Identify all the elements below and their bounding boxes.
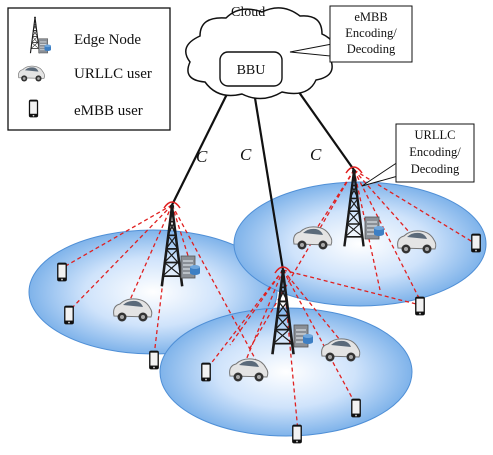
embb-phone <box>201 362 211 382</box>
legend-label-urllc-user: URLLC user <box>74 66 152 82</box>
cloud-label: Cloud <box>231 5 265 20</box>
bbu-label: BBU <box>237 63 266 78</box>
legend-label-embb-user: eMBB user <box>74 103 143 119</box>
embb-phone <box>292 424 302 444</box>
edge-node-middle <box>270 266 313 356</box>
embb-phone <box>149 350 159 370</box>
legend: Edge Node URLLC user eMBB user <box>7 7 171 131</box>
urllc-callout-line3: Decoding <box>411 162 460 176</box>
cell-bottom <box>159 307 413 437</box>
embb-phone <box>57 262 67 282</box>
urllc-callout: URLLC Encoding/ Decoding <box>361 123 475 187</box>
phone-icon <box>28 99 39 118</box>
edge-node-left <box>160 201 200 288</box>
embb-phone <box>471 233 481 253</box>
bbu-box <box>219 51 283 87</box>
wireless-links <box>61 169 477 433</box>
embb-callout-line3: Decoding <box>347 42 396 56</box>
urllc-callout-line1: URLLC <box>415 128 456 142</box>
fronthaul-link-right <box>295 87 355 171</box>
fronthaul-label-left: C <box>196 147 208 166</box>
fronthaul-link-left <box>171 91 229 206</box>
embb-callout-line2: Encoding/ <box>345 26 397 40</box>
fronthaul-link-middle <box>253 97 285 271</box>
embb-phone <box>415 296 425 316</box>
urllc-callout-line2: Encoding/ <box>409 145 461 159</box>
edge-node-right <box>342 166 384 248</box>
fronthaul-label-right: C <box>310 145 322 164</box>
fronthaul-label-middle: C <box>240 145 252 164</box>
legend-label-edge-node: Edge Node <box>74 32 141 48</box>
embb-callout: eMBB Encoding/ Decoding <box>289 5 413 63</box>
embb-callout-line1: eMBB <box>354 10 387 24</box>
embb-phone <box>64 305 74 325</box>
cell-right <box>233 181 487 307</box>
embb-phone <box>351 398 361 418</box>
